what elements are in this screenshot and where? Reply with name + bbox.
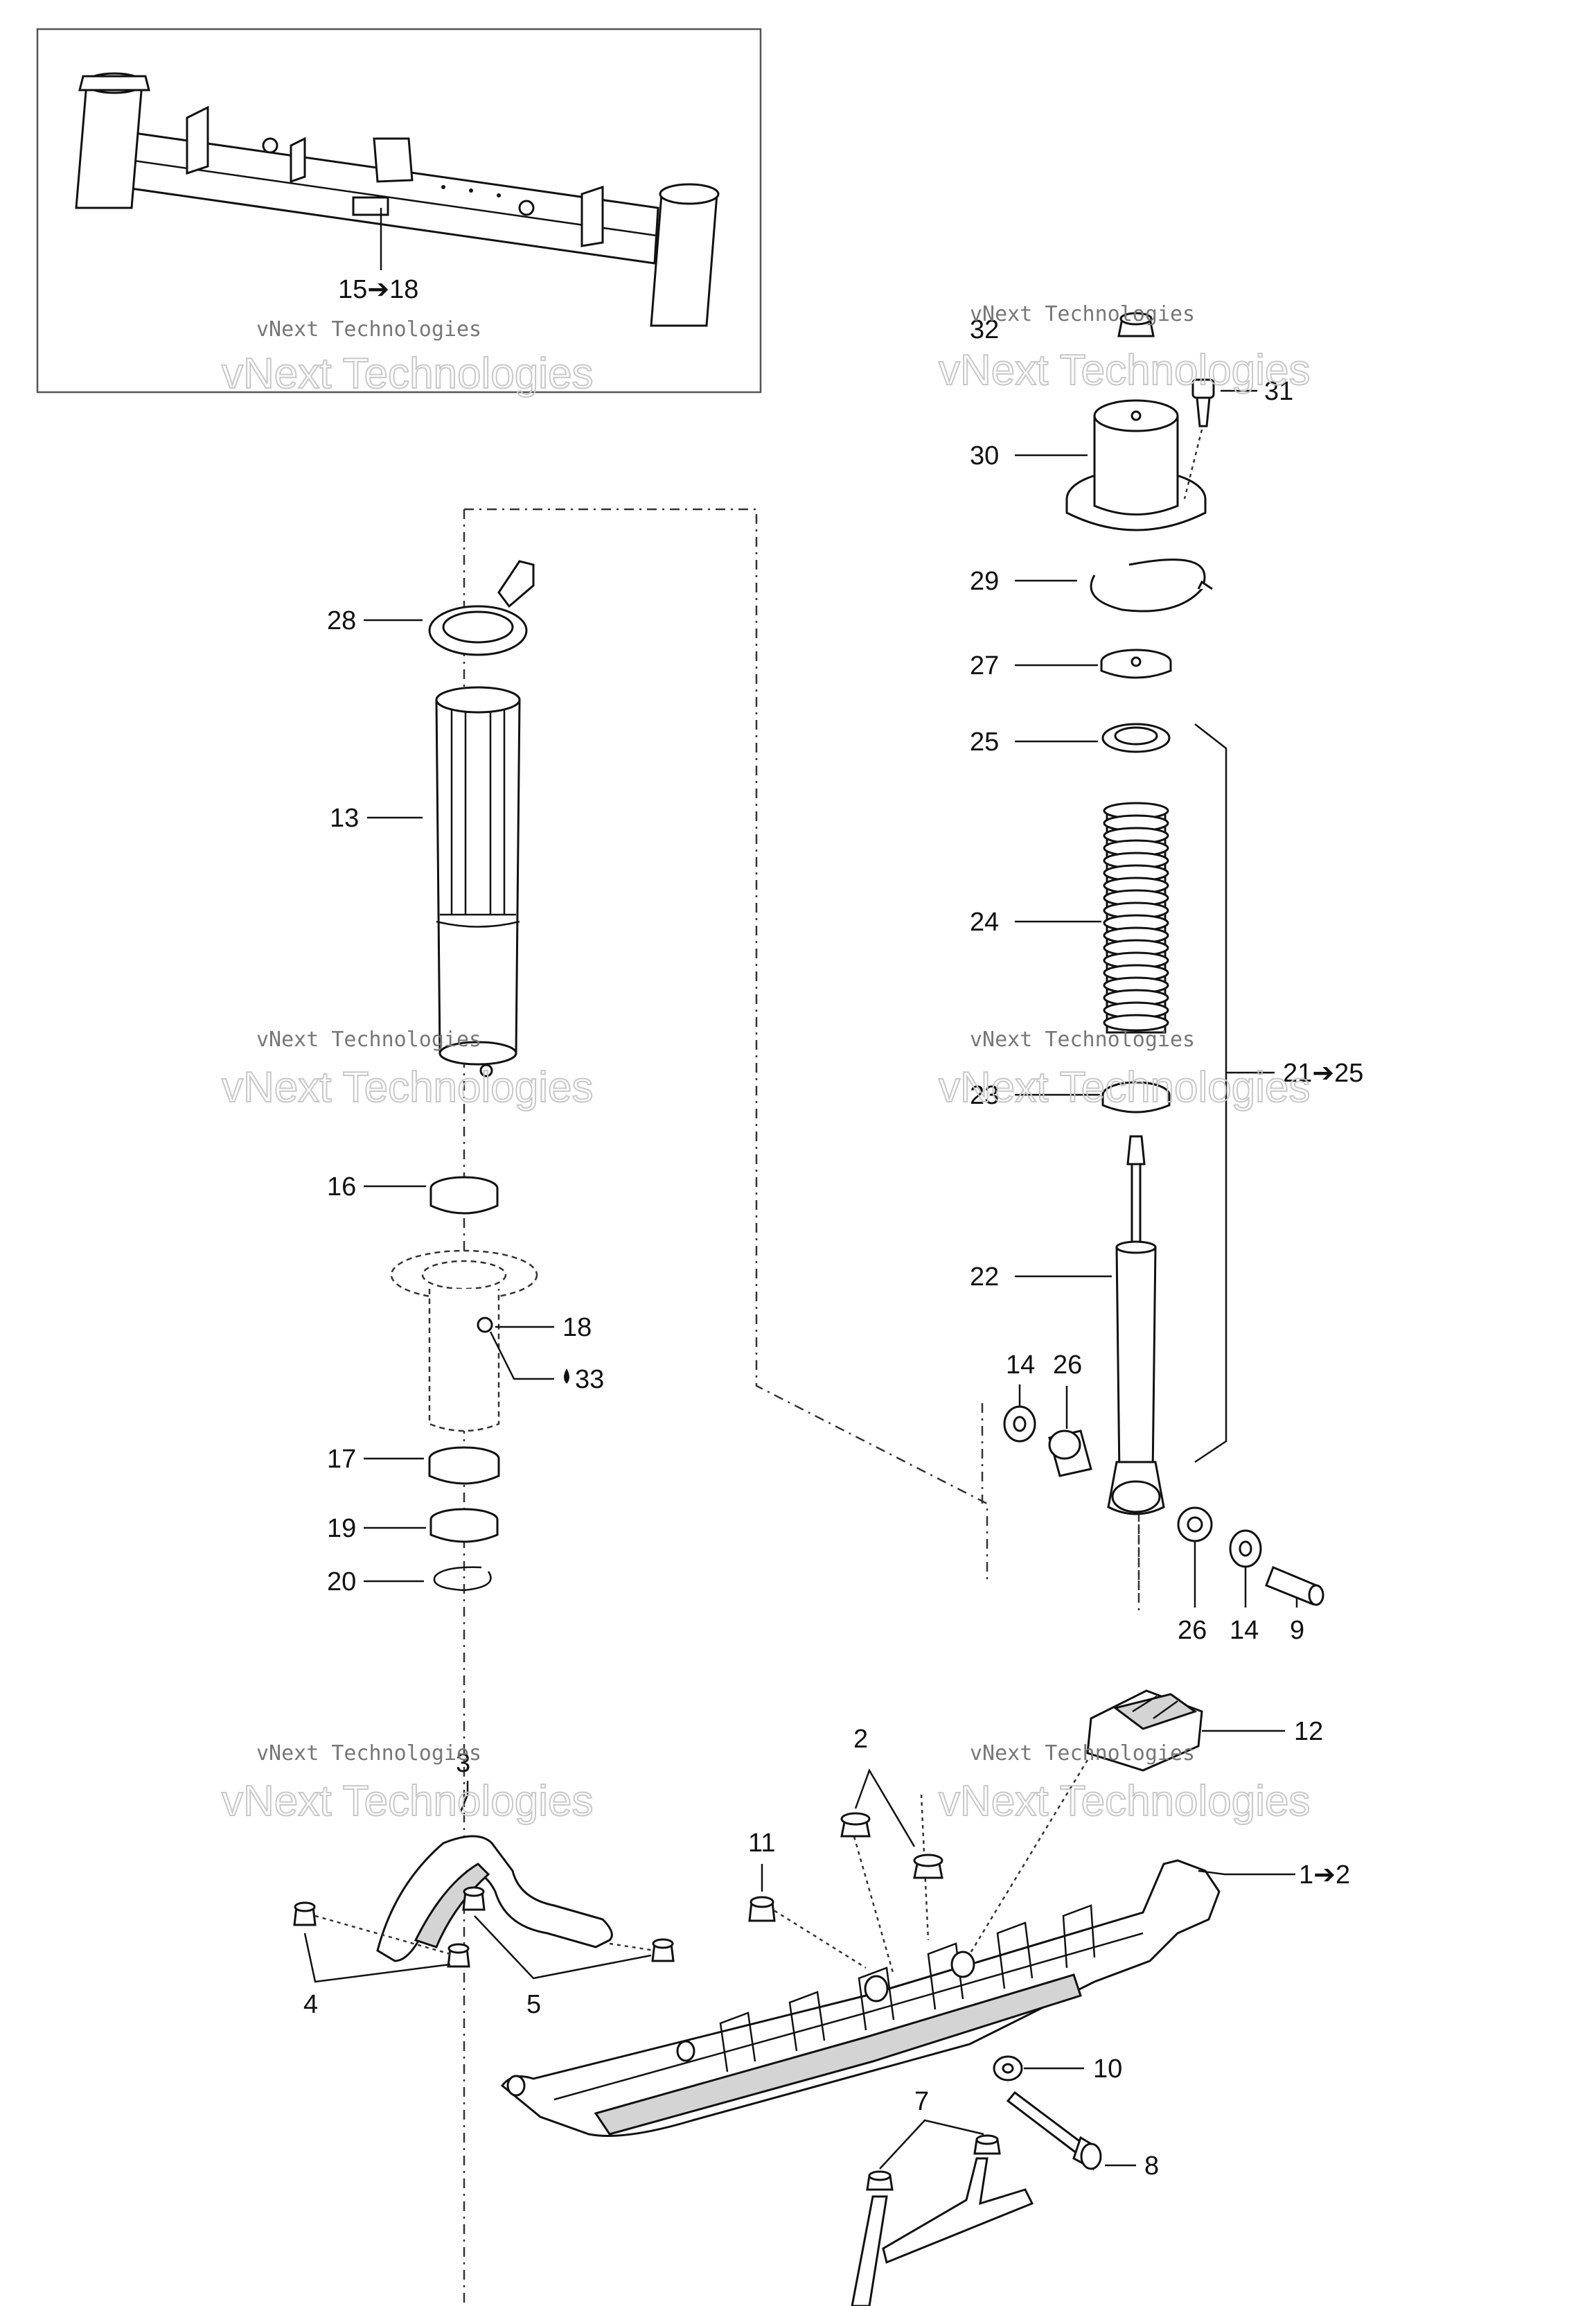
coil-spring <box>1103 802 1169 1034</box>
callout-32: 32 <box>970 315 999 344</box>
watermark-right-top-big: vNext Technologies <box>939 346 1311 394</box>
watermark-bottom-right-big: vNext Technologies <box>939 1777 1311 1825</box>
callout-15-18: 15➔18 <box>338 275 418 304</box>
watermark-left: vNext Technologies <box>256 1028 481 1052</box>
callout-3: 3 <box>456 1749 470 1778</box>
callout-13: 13 <box>330 804 359 833</box>
watermark-right-top: vNext Technologies <box>970 302 1195 326</box>
frame-inset: 15➔18 vNext Technologies vNext Technolog… <box>36 28 762 398</box>
callout-17: 17 <box>327 1445 356 1474</box>
callout-19: 19 <box>327 1514 356 1543</box>
callout-1-2: 1➔2 <box>1299 1860 1350 1890</box>
spring-coil <box>1103 1014 1169 1032</box>
callout-21-25: 21➔25 <box>1283 1059 1363 1088</box>
callout-26b: 26 <box>1178 1616 1207 1645</box>
callout-27: 27 <box>970 651 999 680</box>
watermark-bottom-right: vNext Technologies <box>970 1741 1195 1766</box>
watermark-right-mid-big: vNext Technologies <box>939 1064 1311 1111</box>
callout-22: 22 <box>970 1262 999 1292</box>
callout-7: 7 <box>914 2087 929 2116</box>
callout-16: 16 <box>327 1172 356 1202</box>
watermark-right-mid: vNext Technologies <box>970 1028 1195 1052</box>
callout-24: 24 <box>970 908 999 937</box>
callout-23: 23 <box>970 1081 999 1110</box>
callout-33: 33 <box>575 1365 604 1394</box>
callout-5: 5 <box>526 1990 541 2019</box>
shock-assembly: 32 31 30 29 27 25 <box>938 302 1363 1645</box>
watermark-inset-big: vNext Technologies <box>222 350 594 398</box>
callout-30: 30 <box>970 441 999 470</box>
callout-4: 4 <box>303 1990 318 2019</box>
steering-column: 28 13 16 18 33 17 <box>221 560 604 1596</box>
callout-20: 20 <box>327 1567 356 1596</box>
callout-29: 29 <box>970 567 999 596</box>
callout-31: 31 <box>1264 377 1293 406</box>
callout-26a: 26 <box>1053 1350 1082 1380</box>
callout-12: 12 <box>1294 1717 1323 1746</box>
callout-11: 11 <box>748 1829 775 1858</box>
callout-8: 8 <box>1144 2151 1159 2181</box>
callout-25: 25 <box>970 728 999 757</box>
callout-9: 9 <box>1290 1616 1304 1645</box>
callout-2: 2 <box>853 1725 868 1754</box>
callout-28: 28 <box>327 606 356 635</box>
callout-18: 18 <box>562 1313 592 1342</box>
watermark-bottom-left: vNext Technologies <box>256 1741 481 1766</box>
watermark-bottom-left-big: vNext Technologies <box>222 1777 594 1825</box>
watermark-inset: vNext Technologies <box>256 317 481 342</box>
callout-14b: 14 <box>1230 1616 1259 1645</box>
watermark-left-big: vNext Technologies <box>222 1064 594 1111</box>
callout-10: 10 <box>1093 2054 1122 2084</box>
ski-assembly: 12 2 11 1➔2 10 <box>221 1689 1350 2306</box>
callout-14a: 14 <box>1006 1350 1035 1380</box>
